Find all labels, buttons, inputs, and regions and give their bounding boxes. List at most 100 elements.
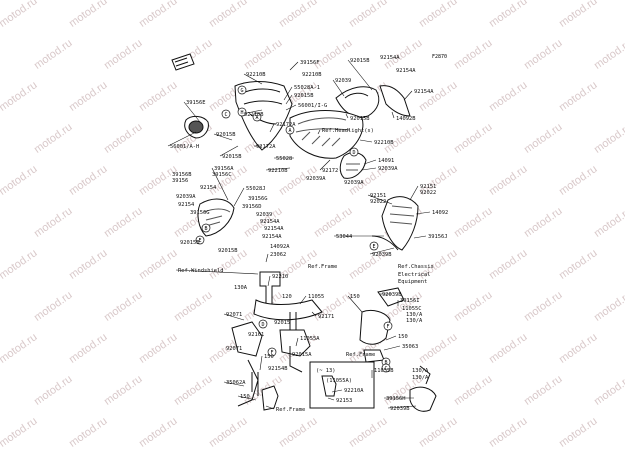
part-callout-label: 92172A	[276, 122, 296, 128]
part-callout-label: 56001/A-H	[170, 144, 199, 150]
leader-line	[347, 59, 373, 91]
reference-circle-letter: F	[267, 347, 277, 357]
bracket-stay	[253, 271, 323, 332]
leader-line	[219, 145, 239, 157]
part-callout-label: 11055	[308, 294, 324, 300]
part-callout-label: 92015A	[292, 352, 312, 358]
leader-line	[265, 167, 291, 171]
part-callout-label: 92210B	[246, 72, 265, 78]
part-callout-label: 130A	[234, 285, 248, 291]
leader-line	[331, 389, 343, 393]
leader-line	[387, 405, 417, 409]
inset-detail-box	[309, 361, 375, 409]
part-callout-label: Electrical	[398, 272, 430, 278]
reference-circle-letter: A	[252, 112, 262, 122]
leader-line	[233, 187, 245, 207]
leader-line	[415, 211, 431, 215]
part-callout-label: 92154A	[380, 55, 400, 61]
part-callout-label: 92039	[256, 212, 272, 218]
reference-circle-letter: F	[383, 321, 393, 331]
leader-line	[259, 355, 263, 371]
part-callout-label: (11055A)	[326, 378, 352, 384]
svg-text:A: A	[255, 115, 258, 121]
leader-line	[269, 123, 275, 133]
part-callout-label: 92171	[318, 314, 334, 320]
leader-line	[391, 111, 395, 119]
reference-circle-letter: D	[349, 147, 359, 157]
leader-line	[265, 405, 275, 410]
leader-line	[317, 129, 321, 135]
part-callout-label: 150	[350, 294, 360, 300]
leader-line	[211, 167, 229, 201]
part-callout-label: 92154A	[260, 219, 280, 225]
part-callout-label: 92210A	[344, 388, 364, 394]
leader-line	[175, 269, 259, 275]
lower-bracket-right	[359, 287, 405, 363]
leader-line	[237, 395, 257, 401]
part-callout-label: 92210B	[268, 168, 287, 174]
leader-line	[363, 159, 377, 165]
part-callout-label: 39156J	[428, 234, 447, 240]
part-callout-label: 150	[264, 354, 274, 360]
part-callout-label: 92015	[274, 320, 290, 326]
part-callout-label: 92151	[420, 184, 436, 190]
part-callout-label: 92022	[420, 190, 436, 196]
part-callout-label: 92015B	[216, 132, 235, 138]
leader-line	[347, 295, 363, 313]
reference-circle-letter: C	[381, 363, 391, 373]
reference-circle-letter: A	[285, 125, 295, 135]
part-callout-label: 35062A	[226, 380, 246, 386]
part-callout-label: 92015B	[294, 93, 313, 99]
part-callout-label: 92172	[322, 168, 338, 174]
part-callout-label: Ref.Windshield	[178, 268, 223, 274]
part-callout-label: 92039B	[372, 252, 391, 258]
leader-line	[285, 94, 293, 105]
part-callout-label: 130/A	[406, 312, 423, 318]
left-mirror-cover	[184, 115, 209, 139]
part-callout-label: 92210	[272, 274, 288, 280]
part-callout-label: 92015B	[350, 58, 369, 64]
svg-text:C: C	[384, 366, 387, 372]
leader-line	[361, 167, 377, 171]
part-callout-label: 55028	[276, 156, 292, 162]
leader-line	[367, 194, 393, 205]
part-callout-label: 53044	[336, 234, 352, 240]
part-callout-label: 56001/I-G	[298, 103, 327, 109]
part-callout-label: 92210B	[244, 112, 263, 118]
part-callout-label: 39156I	[400, 298, 419, 304]
part-callout-label: 92015B	[218, 248, 237, 254]
reference-circle-letter: H	[237, 107, 247, 117]
part-callout-label: 39156C	[212, 172, 231, 178]
part-callout-label: 92039A	[378, 166, 398, 172]
bottom-right-bracket	[409, 365, 437, 412]
figure-code: F2870	[432, 54, 447, 60]
leader-line	[223, 381, 245, 387]
part-callout-label: 92022	[370, 199, 386, 205]
svg-text:E: E	[372, 244, 375, 250]
part-callout-label: Ref.Chassis	[398, 264, 434, 270]
leader-line	[359, 139, 373, 143]
reference-circle-letter: E	[195, 235, 205, 245]
svg-text:A: A	[288, 128, 291, 134]
part-callout-label: 130/A	[412, 368, 429, 374]
part-callout-label: 150	[240, 394, 250, 400]
part-callout-label: 92039A	[176, 194, 196, 200]
part-callout-label: 92039A	[344, 180, 364, 186]
part-callout-label: 92154A	[262, 234, 282, 240]
bottom-left-bracket	[251, 372, 279, 411]
part-callout-label: 92039B	[390, 406, 409, 412]
front-cowl-headlight	[289, 110, 364, 159]
leader-line	[213, 133, 233, 141]
leader-line	[327, 397, 335, 401]
leader-line	[243, 73, 263, 85]
part-callout-label: 39156G	[248, 196, 267, 202]
leader-line	[283, 86, 293, 101]
part-callout-label: 92154	[200, 185, 216, 191]
svg-text:F: F	[270, 350, 273, 356]
part-callout-label: 39156G	[190, 210, 209, 216]
leader-line	[385, 335, 397, 341]
svg-text:D: D	[352, 150, 355, 156]
part-callout-label: 92154A	[396, 68, 416, 74]
leader-line	[295, 337, 299, 347]
part-callout-label: 14091	[378, 158, 394, 164]
